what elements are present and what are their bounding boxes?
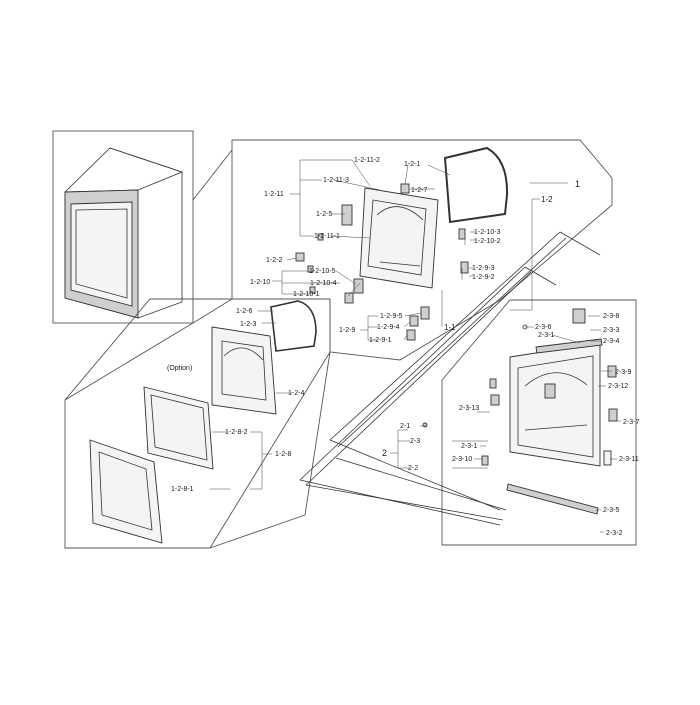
label-1-2-11: 1-2-11 (264, 191, 284, 198)
label-2-3-4: 2-3-4 (603, 338, 619, 345)
label-2-3-3: 2-3-3 (603, 327, 619, 334)
label-1-2-9-2: 1-2-9-2 (472, 274, 495, 281)
label-1-2-8: 1-2-8 (275, 451, 291, 458)
label-2-3-11: 2-3-11 (619, 456, 639, 463)
label-2-3-7: 2-3-7 (623, 419, 639, 426)
door-1-parts (295, 146, 509, 341)
label-1-2-2: 1-2-2 (266, 257, 282, 264)
label-2-3-6: 2-3-6 (535, 324, 551, 331)
label-1-2-8-1: 1-2-8-1 (171, 486, 194, 493)
label-1-2-10: 1-2-10 (250, 279, 270, 286)
label-2-3-1: 2-3-1 (461, 443, 477, 450)
label-1-2-9-4: 1-2-9-4 (377, 324, 400, 331)
option-door-parts (89, 300, 317, 544)
label-1-2-9-3: 1-2-9-3 (472, 265, 495, 272)
label-2-3: 2-3 (410, 438, 420, 445)
label-2-3-5: 2-3-5 (603, 507, 619, 514)
label-1-2-7: 1-2-7 (411, 187, 427, 194)
label-1-1: 1-1 (444, 323, 456, 332)
door-panel-1 (231, 139, 613, 361)
label-1-2-9-5: 1-2-9-5 (380, 313, 403, 320)
label-1-2-10-1: 1-2-10-1 (293, 291, 320, 298)
label-2-3-2: 2-3-2 (606, 530, 622, 537)
door-panel-2 (441, 299, 637, 546)
part-labels: 1-2-11-2 1-2-1 1-2-11-3 1-2-7 1 1-2-11 1… (167, 157, 639, 537)
label-1-2-1: 1-2-1 (404, 161, 420, 168)
label-2-1: 2-1 (400, 423, 410, 430)
overview-panel (52, 130, 194, 324)
label-1-2-11-2: 1-2-11-2 (354, 157, 380, 164)
label-1-2-5: 1-2-5 (316, 211, 332, 218)
label-1-2-11-1: 1-2-11-1 (314, 233, 340, 240)
label-2-3-1-top: 2-3-1 (538, 332, 554, 339)
label-2-3-12: 2-3-12 (608, 383, 628, 390)
label-1-2: 1-2 (541, 195, 553, 204)
label-2: 2 (382, 448, 387, 458)
label-1-2-9-1: 1-2-9-1 (369, 337, 392, 344)
label-1-2-4: 1-2-4 (288, 390, 304, 397)
label-1-2-10-2: 1-2-10-2 (474, 238, 501, 245)
label-1-2-3: 1-2-3 (240, 321, 256, 328)
door-2-parts (422, 308, 618, 515)
label-1-2-6: 1-2-6 (236, 308, 252, 315)
label-2-3-13: 2-3-13 (459, 405, 479, 412)
label-2-3-9: 2-3-9 (615, 369, 631, 376)
label-2-2: 2-2 (408, 465, 418, 472)
label-1-2-11-3: 1-2-11-3 (323, 177, 349, 184)
label-1: 1 (575, 179, 580, 189)
label-option: (Option) (167, 365, 192, 372)
label-1-2-10-3: 1-2-10-3 (474, 229, 501, 236)
label-2-3-8: 2-3-8 (603, 313, 619, 320)
label-2-3-10: 2-3-10 (452, 456, 472, 463)
label-1-2-10-5: 1-2-10-5 (309, 268, 336, 275)
label-1-2-10-4: 1-2-10-4 (310, 280, 337, 287)
label-1-2-8-2: 1-2-8-2 (225, 429, 248, 436)
leader-lines (210, 159, 621, 533)
label-1-2-9: 1-2-9 (339, 327, 355, 334)
assembly-guides (299, 231, 601, 526)
